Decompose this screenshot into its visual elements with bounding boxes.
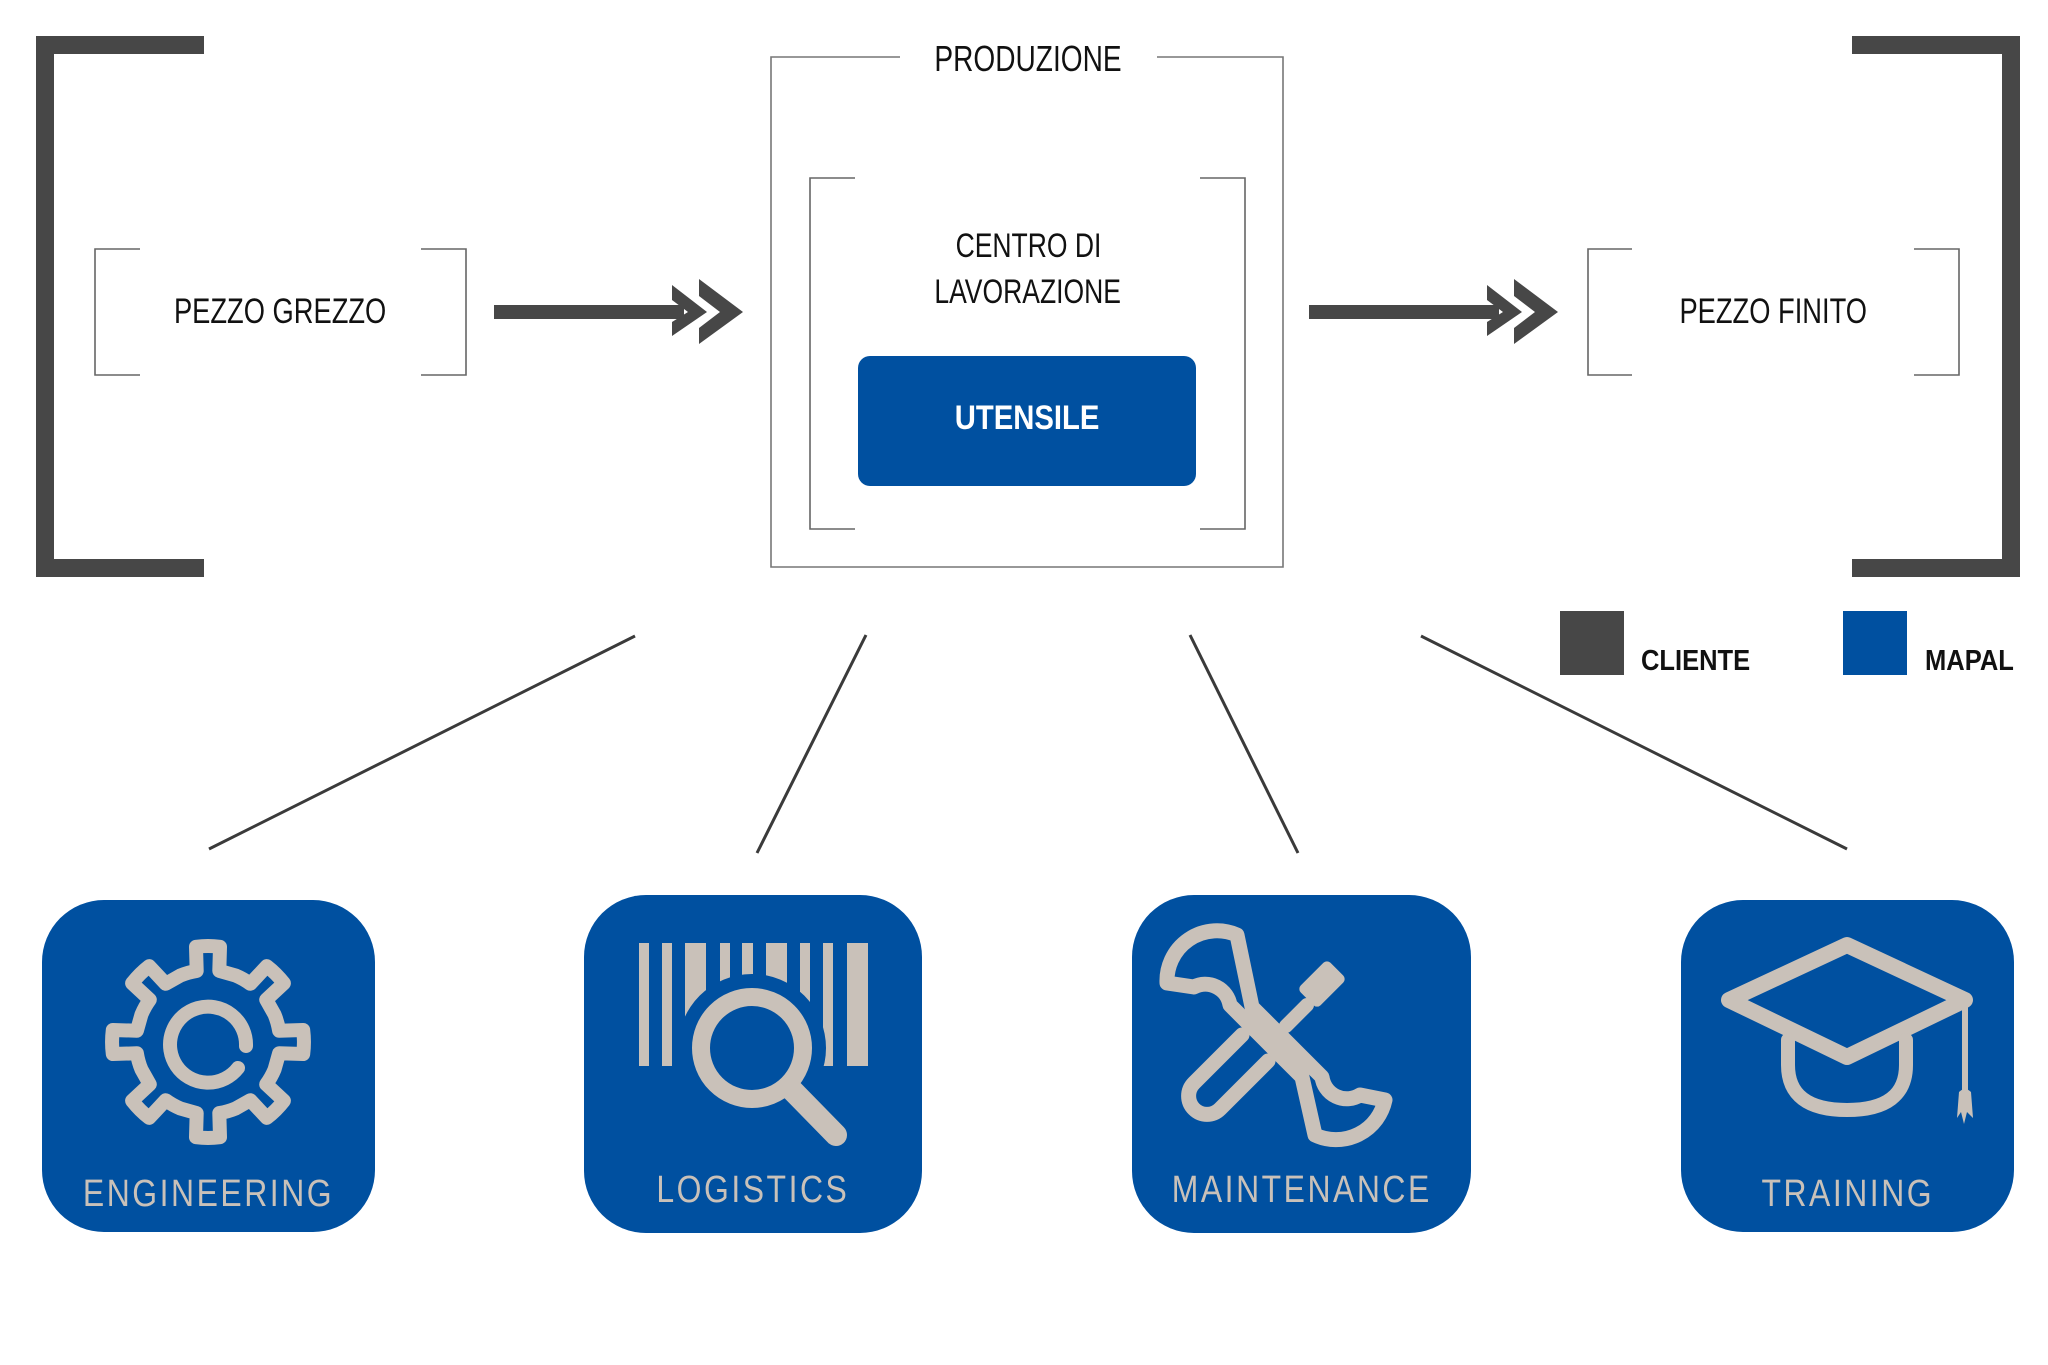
finished-part-label: PEZZO FINITO	[1679, 292, 1867, 331]
connector-training	[1420, 634, 1848, 851]
connector-engineering	[208, 634, 636, 851]
connector-logistics	[755, 634, 868, 854]
raw-part-label: PEZZO GREZZO	[173, 292, 387, 331]
tool-box: UTENSILE	[858, 356, 1196, 486]
service-label-training: TRAINING	[1761, 1173, 1934, 1215]
service-tile-logistics[interactable]: LOGISTICS	[584, 895, 922, 1233]
production-title: PRODUZIONE	[934, 38, 1122, 79]
service-label-engineering: ENGINEERING	[82, 1173, 335, 1215]
service-label-maintenance: MAINTENANCE	[1171, 1169, 1432, 1211]
service-label-logistics: LOGISTICS	[656, 1169, 850, 1211]
gear-icon	[105, 939, 311, 1145]
machine-label-line2: LAVORAZIONE	[934, 273, 1122, 311]
legend-label-cliente: CLIENTE	[1641, 645, 1751, 677]
service-tile-training[interactable]: TRAINING	[1681, 900, 2014, 1232]
legend-swatch-mapal	[1843, 611, 1907, 675]
tool-label: UTENSILE	[954, 399, 1100, 437]
wrench-screwdriver-icon	[1159, 923, 1393, 1148]
connector-maintenance	[1188, 634, 1300, 854]
service-tile-maintenance[interactable]: MAINTENANCE	[1132, 895, 1471, 1233]
legend-swatch-cliente	[1560, 611, 1624, 675]
machine-label-line1: CENTRO DI	[955, 227, 1101, 265]
service-tile-engineering[interactable]: ENGINEERING	[42, 900, 375, 1232]
barcode-magnifier-icon	[639, 943, 868, 1146]
legend-label-mapal: MAPAL	[1925, 645, 2014, 677]
graduation-cap-icon	[1721, 937, 1973, 1124]
